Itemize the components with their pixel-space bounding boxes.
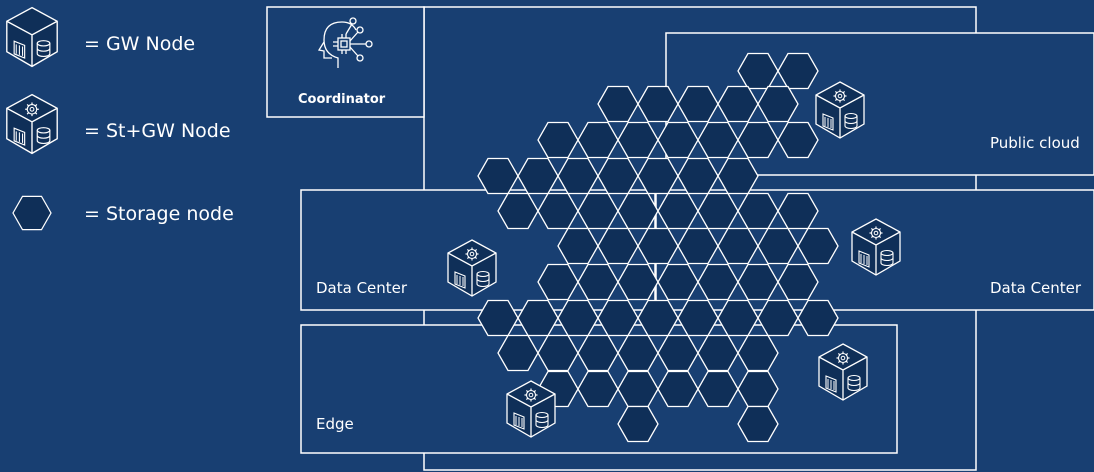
storage-node-hexagon xyxy=(557,157,599,195)
legend-storage-node-label: = Storage node xyxy=(84,203,234,225)
legend-st-gw-node-label: = St+GW Node xyxy=(84,120,231,142)
storage-node-hexagon xyxy=(517,157,559,195)
legend-st-gw-node-icon xyxy=(6,93,58,155)
zone-label-data-center-right: Data Center xyxy=(990,279,1082,297)
zone-label-edge: Edge xyxy=(316,415,354,433)
storage-node-hexagon xyxy=(537,121,579,159)
ai-brain-circuit-icon xyxy=(317,17,373,68)
legend-gw-node-label: = GW Node xyxy=(84,33,196,55)
storage-node-hexagon xyxy=(597,157,639,195)
zone-label-public-cloud: Public cloud xyxy=(990,134,1080,152)
storage-node-hexagon xyxy=(617,121,659,159)
storage-node-hexagon xyxy=(577,121,619,159)
legend-storage-node-icon xyxy=(12,195,52,231)
storage-node-hexagon xyxy=(477,157,519,195)
zone-label-data-center-left: Data Center xyxy=(316,279,408,297)
coordinator-label: Coordinator xyxy=(298,92,386,107)
legend-gw-node-icon xyxy=(6,6,58,68)
coordinator-box[interactable] xyxy=(266,6,425,118)
storage-node-hexagon xyxy=(597,85,639,123)
